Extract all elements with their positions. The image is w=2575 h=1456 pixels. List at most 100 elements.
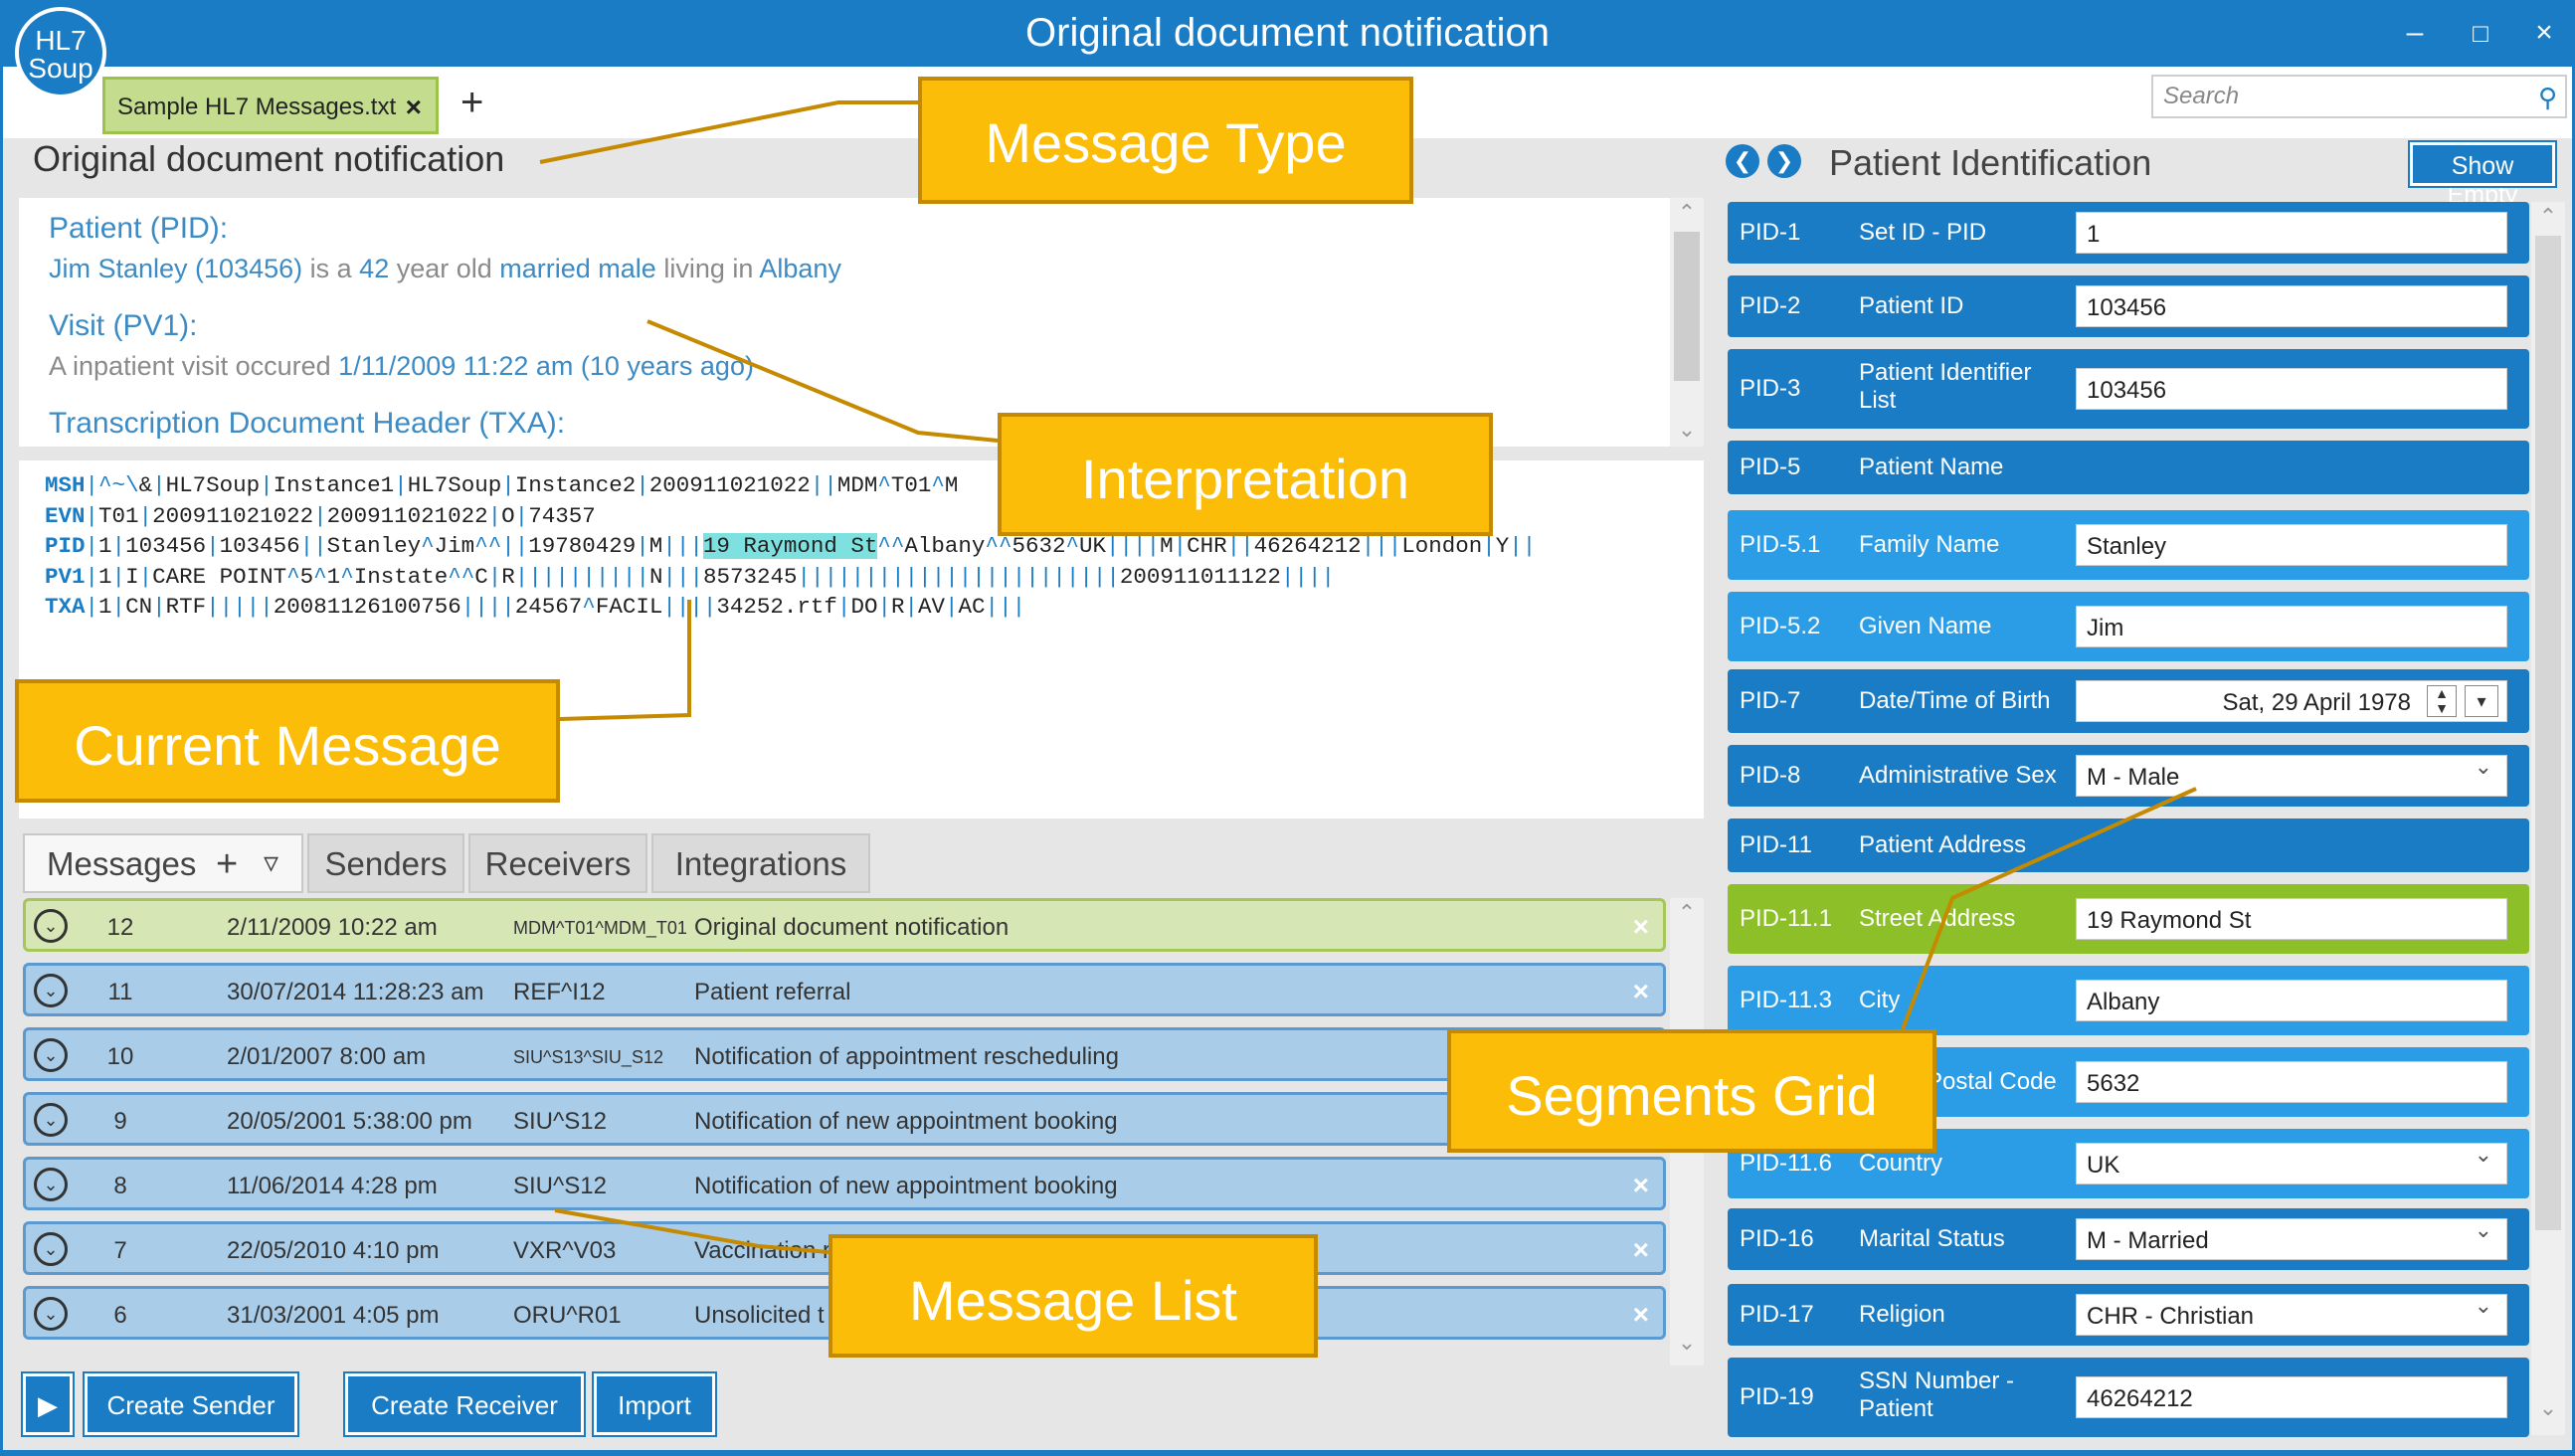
- filter-icon[interactable]: ▿: [264, 846, 279, 879]
- field-value: 19 Raymond St: [2087, 907, 2252, 934]
- scroll-up-icon[interactable]: ⌃: [2538, 204, 2558, 229]
- create-sender-button[interactable]: Create Sender: [83, 1371, 299, 1437]
- import-button[interactable]: Import: [592, 1371, 717, 1437]
- add-tab-button[interactable]: +: [460, 81, 484, 124]
- scroll-up-icon[interactable]: ⌃: [1677, 900, 1697, 925]
- patient-heading[interactable]: Patient (PID):: [49, 212, 229, 245]
- field-value-input[interactable]: M - Married: [2076, 1217, 2507, 1260]
- scroll-thumb[interactable]: [2535, 236, 2561, 1230]
- scroll-up-icon[interactable]: ⌃: [1677, 200, 1697, 225]
- field-value-input[interactable]: Sat, 29 April 1978▲▼▾: [2076, 680, 2507, 722]
- visit-date[interactable]: 1/11/2009 11:22 am (10 years ago): [338, 351, 754, 381]
- scroll-thumb[interactable]: [1674, 232, 1700, 381]
- date-dropdown-icon[interactable]: ▾: [2465, 685, 2498, 717]
- close-tab-icon[interactable]: ×: [405, 91, 422, 122]
- field-id: PID-5: [1740, 454, 1801, 480]
- field-value-input[interactable]: 5632: [2076, 1061, 2507, 1103]
- field-value-input[interactable]: Albany: [2076, 980, 2507, 1021]
- expand-icon[interactable]: ⌄: [34, 974, 68, 1007]
- field-value-input[interactable]: Stanley: [2076, 524, 2507, 566]
- tab-messages[interactable]: Messages + ▿: [23, 833, 303, 893]
- expand-icon[interactable]: ⌄: [34, 1168, 68, 1201]
- field-value-input[interactable]: 46264212: [2076, 1376, 2507, 1418]
- visit-heading[interactable]: Visit (PV1):: [49, 309, 198, 342]
- text: A inpatient visit occured: [49, 351, 339, 381]
- create-receiver-button[interactable]: Create Receiver: [343, 1371, 586, 1437]
- show-empty-button[interactable]: Show Empty: [2408, 140, 2557, 209]
- add-message-button[interactable]: +: [216, 843, 239, 885]
- delete-message-icon[interactable]: ×: [1632, 1299, 1649, 1330]
- field-value-input[interactable]: 103456: [2076, 368, 2507, 410]
- txa-heading[interactable]: Transcription Document Header (TXA):: [49, 407, 566, 440]
- back-icon[interactable]: ❮: [1726, 144, 1759, 178]
- interpretation-scrollbar[interactable]: ⌃ ⌄: [1670, 198, 1704, 447]
- callout-segments-grid: Segments Grid: [1447, 1029, 1936, 1153]
- field-value: M - Male: [2087, 764, 2180, 791]
- search-input[interactable]: Search ⚲: [2151, 75, 2567, 118]
- field-id: PID-2: [1740, 292, 1801, 319]
- field-value-input[interactable]: CHR - Christian: [2076, 1293, 2507, 1336]
- search-icon[interactable]: ⚲: [2537, 83, 2557, 112]
- expand-icon[interactable]: ⌄: [34, 1232, 68, 1266]
- field-value-input[interactable]: 1: [2076, 212, 2507, 254]
- date-spinner-icon[interactable]: ▲▼: [2427, 685, 2457, 717]
- segment-name: TXA: [45, 594, 86, 620]
- expand-icon[interactable]: ⌄: [34, 1297, 68, 1331]
- play-button[interactable]: ▶: [21, 1371, 75, 1437]
- tab-integrations[interactable]: Integrations: [651, 833, 870, 893]
- field-value-input[interactable]: 103456: [2076, 285, 2507, 327]
- expand-icon[interactable]: ⌄: [34, 909, 68, 943]
- field-value-input[interactable]: UK: [2076, 1142, 2507, 1184]
- minimize-button[interactable]: –: [2406, 16, 2424, 49]
- close-button[interactable]: ×: [2535, 16, 2553, 49]
- delete-message-icon[interactable]: ×: [1632, 1234, 1649, 1265]
- field-value: Jim: [2087, 615, 2124, 641]
- highlighted-field[interactable]: 19 Raymond St: [702, 533, 878, 559]
- delete-message-icon[interactable]: ×: [1632, 911, 1649, 942]
- patient-name[interactable]: Jim Stanley (103456): [49, 254, 303, 283]
- tab-senders[interactable]: Senders: [307, 833, 464, 893]
- field-name: Administrative Sex: [1859, 762, 2057, 789]
- field-value-input[interactable]: M - Male: [2076, 754, 2507, 797]
- document-tab[interactable]: Sample HL7 Messages.txt ×: [102, 77, 439, 134]
- scroll-down-icon[interactable]: ⌄: [1677, 1330, 1697, 1355]
- field-value: 5632: [2087, 1070, 2140, 1097]
- delete-message-icon[interactable]: ×: [1632, 976, 1649, 1006]
- forward-icon[interactable]: ❯: [1767, 144, 1801, 178]
- maximize-button[interactable]: □: [2473, 18, 2488, 48]
- app-logo: HL7 Soup: [15, 7, 106, 98]
- delete-message-icon[interactable]: ×: [1632, 1170, 1649, 1200]
- patient-age[interactable]: 42: [359, 254, 390, 283]
- tab-receivers[interactable]: Receivers: [468, 833, 647, 893]
- field-id: PID-5.2: [1740, 613, 1821, 639]
- patient-city[interactable]: Albany: [759, 254, 841, 283]
- scroll-down-icon[interactable]: ⌄: [2538, 1395, 2558, 1420]
- expand-icon[interactable]: ⌄: [34, 1103, 68, 1137]
- field-name: Country: [1859, 1150, 1943, 1177]
- scroll-down-icon[interactable]: ⌄: [1677, 417, 1697, 442]
- expand-icon[interactable]: ⌄: [34, 1038, 68, 1072]
- field-value-input[interactable]: 19 Raymond St: [2076, 898, 2507, 940]
- segments-grid-scrollbar[interactable]: ⌃ ⌄: [2531, 202, 2565, 1435]
- field-value-input[interactable]: Jim: [2076, 606, 2507, 647]
- patient-status[interactable]: married male: [499, 254, 656, 283]
